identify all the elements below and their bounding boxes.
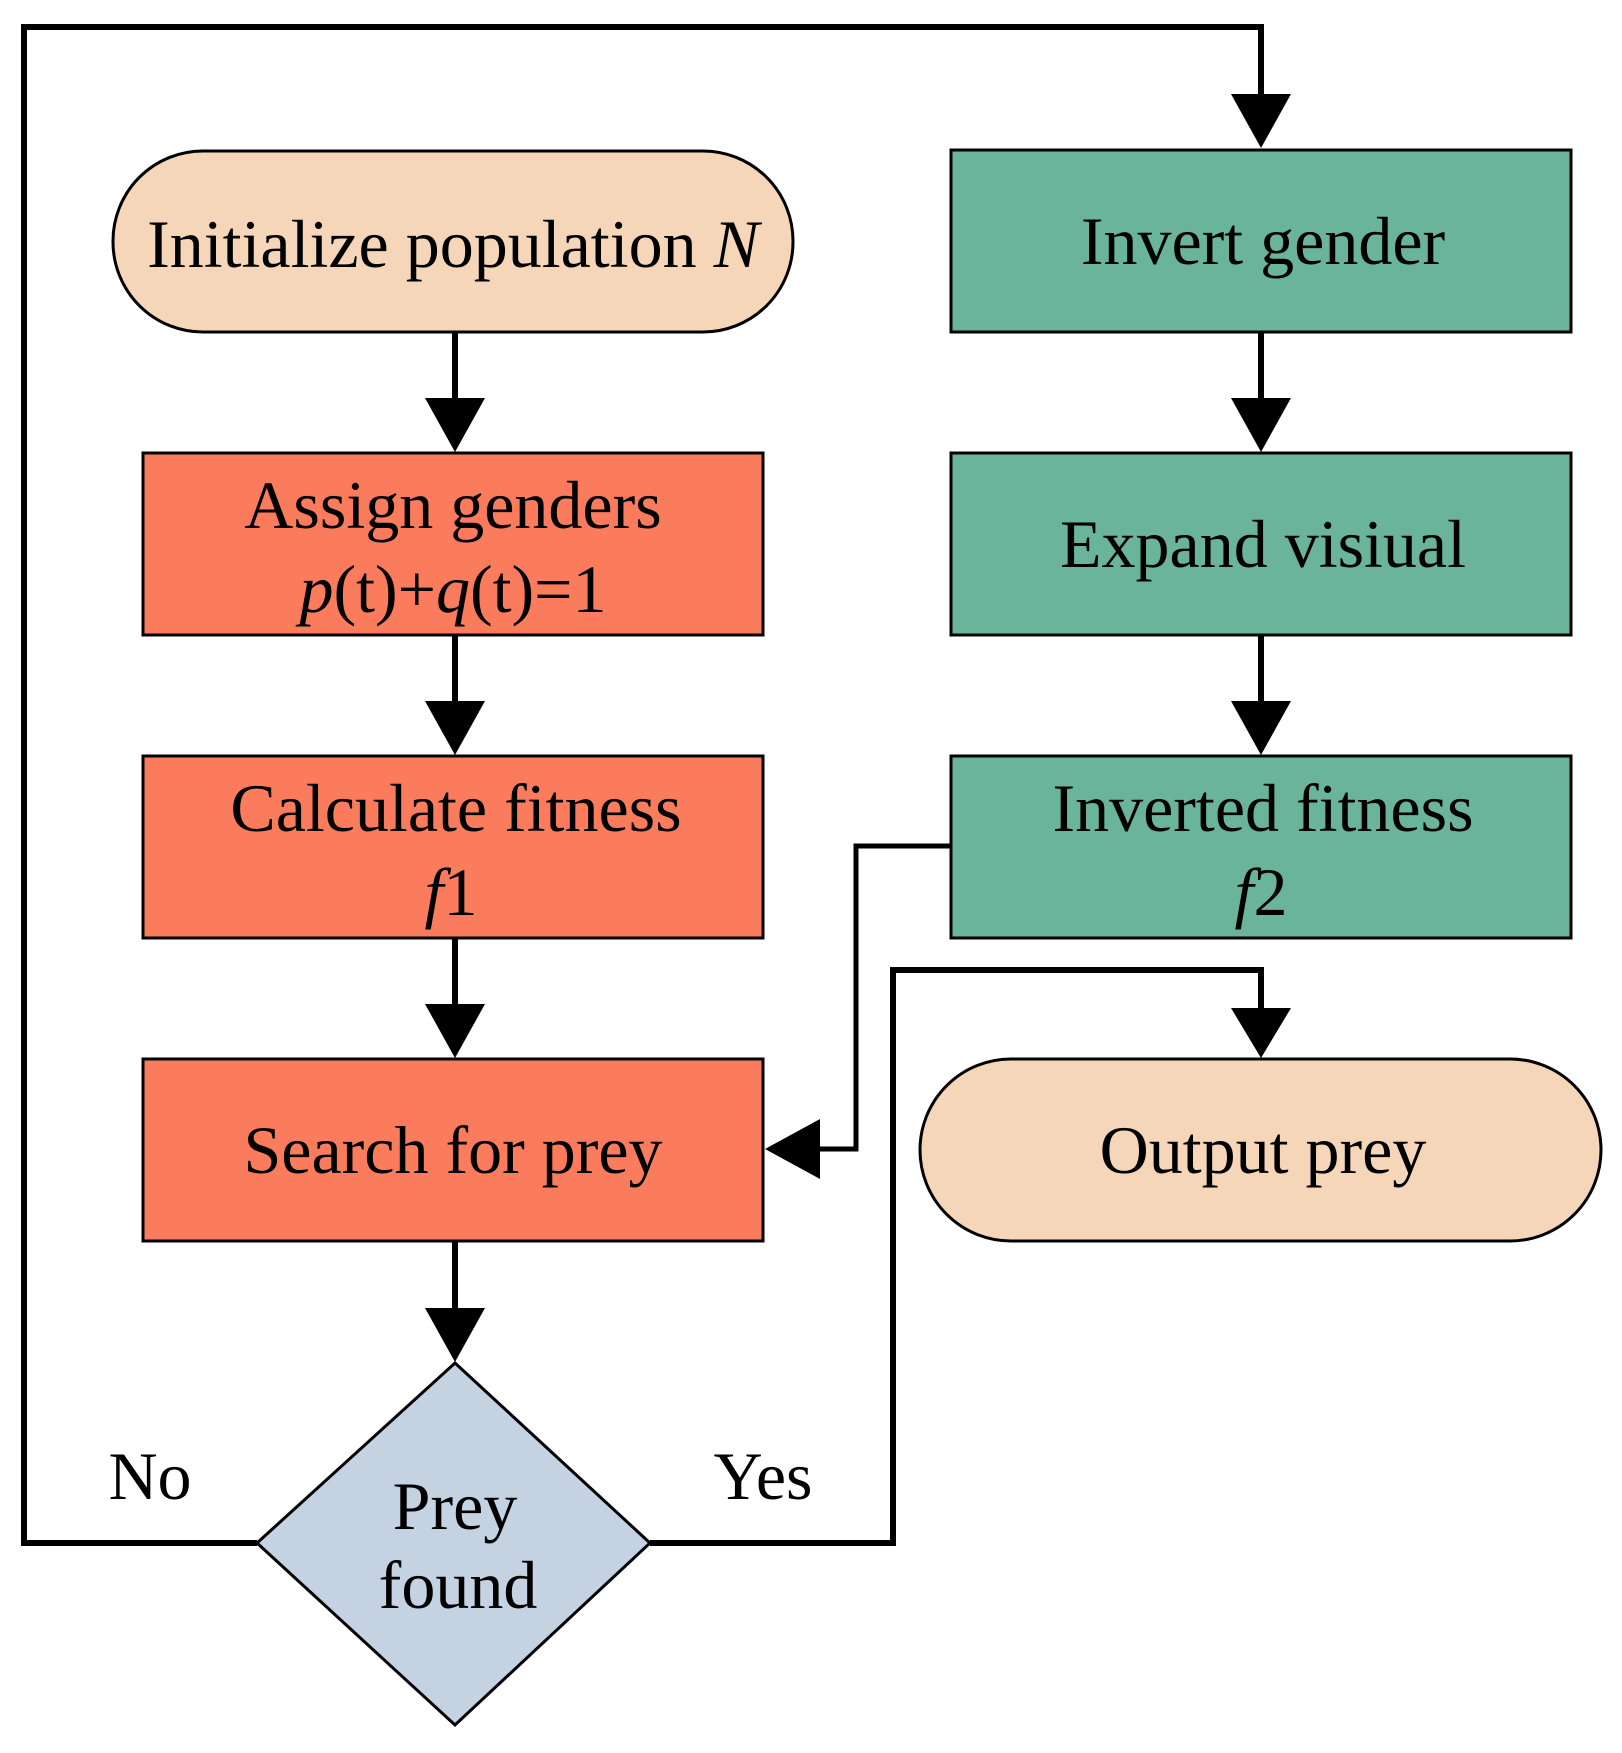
arrowhead-down (425, 1004, 485, 1058)
decision-line2: found (379, 1547, 538, 1623)
node-assign-genders (141, 451, 765, 637)
node-decision-prey-found (254, 1360, 653, 1728)
output-label: Output prey (1100, 1112, 1427, 1188)
calc-title: Calculate fitness (230, 770, 681, 846)
edge-no-loop (21, 24, 1264, 1546)
edge-inverted-to-search (818, 843, 951, 1152)
arrowhead-down (425, 398, 485, 452)
search-label: Search for prey (243, 1112, 662, 1188)
invert-label: Invert gender (1081, 203, 1446, 279)
arrowhead-down (1231, 398, 1291, 452)
assign-formula: p(t)+q(t)=1 (295, 551, 606, 627)
edge-yes (650, 967, 1264, 1546)
calc-formula: f1 (425, 854, 478, 930)
arrowhead-down (425, 701, 485, 755)
initialize-label: Initialize population N (147, 206, 763, 282)
node-invert-gender (949, 148, 1573, 334)
node-initialize (111, 149, 795, 334)
node-search-for-prey (141, 1057, 765, 1243)
arrowhead-down (1231, 94, 1291, 148)
assign-title: Assign genders (244, 467, 661, 543)
arrowhead-down (1231, 701, 1291, 755)
node-inverted-fitness (949, 754, 1573, 940)
decision-line1: Prey (393, 1468, 518, 1544)
node-expand-visual (949, 451, 1573, 637)
arrowhead-down (1231, 1008, 1291, 1058)
inverted-formula: f2 (1235, 854, 1288, 930)
expand-label: Expand visiual (1060, 506, 1466, 582)
inverted-title: Inverted fitness (1052, 770, 1473, 846)
edge-label-no: No (108, 1438, 191, 1514)
node-calculate-fitness (141, 754, 765, 940)
edge-label-yes: Yes (714, 1438, 813, 1514)
arrowhead-left (765, 1119, 820, 1179)
arrowhead-down (425, 1308, 485, 1362)
node-output-prey (918, 1057, 1603, 1243)
